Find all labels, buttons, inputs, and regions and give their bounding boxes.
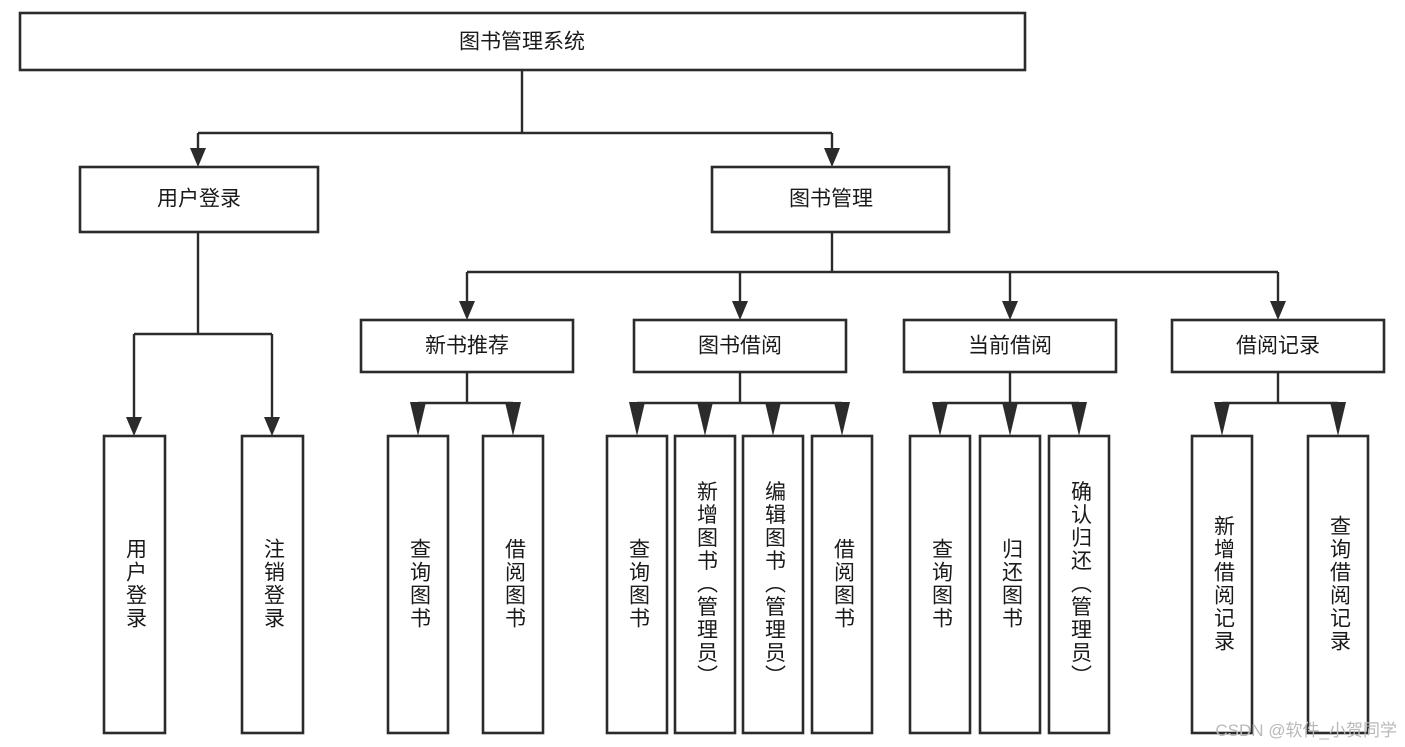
node-leaf-borrow-add[interactable]: 新增图书（管理员） [673,434,737,735]
node-new-book-rec-box[interactable] [359,318,575,374]
node-current-borrow-label: 当前借阅 [968,335,1052,358]
node-leaf-record-add[interactable]: 新增借阅记录 [1190,434,1254,735]
node-leaf-record-query-label: 查询借阅记录 [1327,515,1351,653]
node-leaf-current-query-box[interactable] [908,434,972,735]
arrow-head-current-borrow [1002,301,1018,320]
node-leaf-record-query-box[interactable] [1306,434,1370,735]
node-leaf-current-return-label: 归还图书 [999,538,1023,630]
node-leaf-current-return[interactable]: 归还图书 [978,434,1042,735]
arrow-head-leaf-record-query [1330,402,1346,436]
node-book-manage-box[interactable] [710,165,951,234]
node-leaf-borrow-lend-label: 借阅图书 [831,538,855,630]
arrow-head-leaf-borrow-edit [765,402,781,436]
node-current-borrow-box[interactable] [902,318,1118,374]
node-leaf-user-login-box[interactable] [102,434,167,735]
node-leaf-user-logout-box[interactable] [240,434,305,735]
node-leaf-record-add-label: 新增借阅记录 [1211,515,1235,653]
arrow-head-leaf-user-logout [264,417,280,436]
arrow-head-book-borrow [732,301,748,320]
node-leaf-current-query-label: 查询图书 [929,538,953,630]
node-leaf-borrow-query-label: 查询图书 [626,538,650,630]
arrow-head-leaf-record-add [1214,402,1230,436]
node-leaf-record-add-box[interactable] [1190,434,1254,735]
arrow-head-leaf-user-login [126,417,142,436]
arrow-head-leaf-current-query [932,402,948,436]
node-leaf-user-login[interactable]: 用户登录 [102,434,167,735]
node-leaf-rec-query-box[interactable] [386,434,450,735]
node-leaf-borrow-edit-label: 编辑图书（管理员） [762,481,786,688]
arrow-head-leaf-current-confirm [1071,402,1087,436]
arrow-head-leaf-borrow-add [697,402,713,436]
node-book-borrow-label: 图书借阅 [698,335,782,358]
arrow-head-leaf-rec-query [410,402,426,436]
connector-layer [126,70,1346,436]
arrow-head-leaf-borrow-lend [834,402,850,436]
node-leaf-rec-query-label: 查询图书 [407,538,431,630]
node-leaf-current-confirm[interactable]: 确认归还（管理员） [1047,434,1111,735]
node-book-manage-label: 图书管理 [789,188,873,211]
node-borrow-record-box[interactable] [1170,318,1386,374]
node-leaf-current-return-box[interactable] [978,434,1042,735]
node-new-book-rec[interactable]: 新书推荐 [359,318,575,374]
node-book-borrow[interactable]: 图书借阅 [632,318,848,374]
node-leaf-rec-borrow[interactable]: 借阅图书 [481,434,545,735]
node-root[interactable]: 图书管理系统 [18,11,1027,72]
node-leaf-borrow-edit-box[interactable] [741,434,805,735]
node-root-box[interactable] [18,11,1027,72]
node-leaf-current-confirm-box[interactable] [1047,434,1111,735]
node-user-login-box[interactable] [78,165,320,234]
node-book-borrow-box[interactable] [632,318,848,374]
node-borrow-record[interactable]: 借阅记录 [1170,318,1386,374]
node-leaf-borrow-lend[interactable]: 借阅图书 [810,434,874,735]
node-current-borrow[interactable]: 当前借阅 [902,318,1118,374]
node-leaf-rec-borrow-box[interactable] [481,434,545,735]
node-leaf-user-logout-label: 注销登录 [261,538,285,630]
node-leaf-borrow-query-box[interactable] [605,434,669,735]
node-leaf-borrow-lend-box[interactable] [810,434,874,735]
arrow-head-leaf-borrow-query [629,402,645,436]
arrow-head-user-login [190,148,206,167]
arrow-head-leaf-rec-borrow [505,402,521,436]
node-user-login[interactable]: 用户登录 [78,165,320,234]
node-leaf-rec-borrow-label: 借阅图书 [502,538,526,630]
arrow-head-leaf-current-return [1002,402,1018,436]
node-leaf-borrow-edit[interactable]: 编辑图书（管理员） [741,434,805,735]
node-user-login-label: 用户登录 [157,188,241,211]
node-leaf-borrow-add-box[interactable] [673,434,737,735]
arrow-head-book-manage [824,148,840,167]
node-leaf-rec-query[interactable]: 查询图书 [386,434,450,735]
node-book-manage[interactable]: 图书管理 [710,165,951,234]
node-root-label: 图书管理系统 [459,31,585,54]
node-borrow-record-label: 借阅记录 [1236,335,1320,358]
node-new-book-rec-label: 新书推荐 [425,335,509,358]
node-leaf-user-login-label: 用户登录 [123,538,147,630]
node-leaf-current-confirm-label: 确认归还（管理员） [1068,481,1092,688]
node-leaf-borrow-add-label: 新增图书（管理员） [694,481,718,688]
node-leaf-record-query[interactable]: 查询借阅记录 [1306,434,1370,735]
node-leaf-borrow-query[interactable]: 查询图书 [605,434,669,735]
node-leaf-current-query[interactable]: 查询图书 [908,434,972,735]
csdn-watermark: CSDN @软件_小贺同学 [1215,721,1397,740]
node-leaf-user-logout[interactable]: 注销登录 [240,434,305,735]
arrow-head-new-book-rec [459,301,475,320]
arrow-head-borrow-record [1270,301,1286,320]
